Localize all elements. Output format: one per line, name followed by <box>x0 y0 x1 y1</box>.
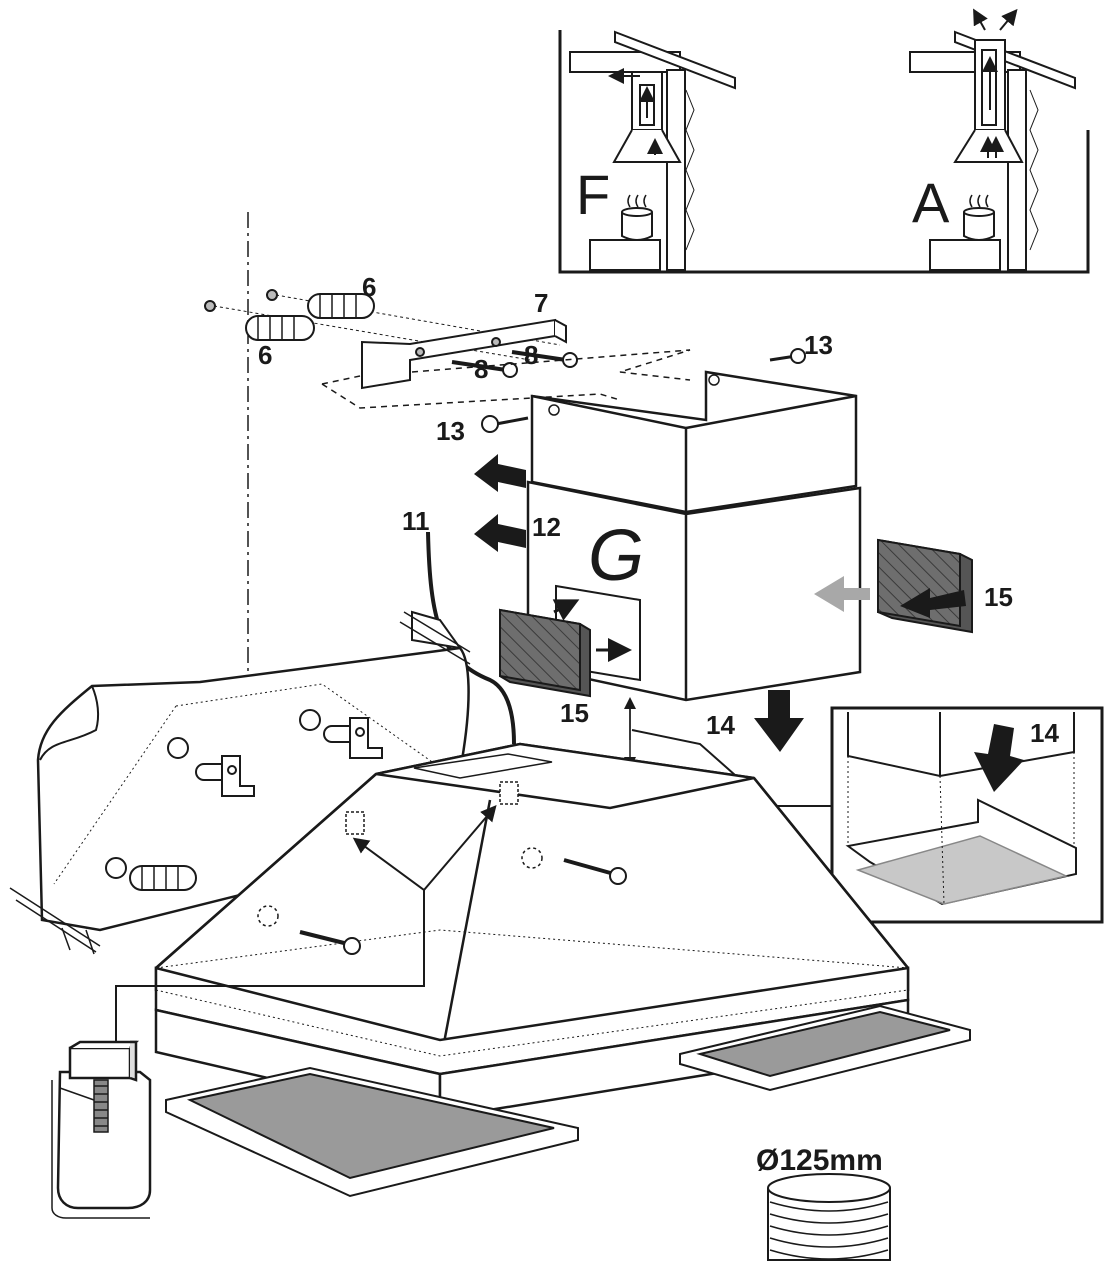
pointer-line-left <box>115 837 425 1052</box>
label-anchor-upper: 6 <box>362 272 376 302</box>
chimney-screw-left <box>481 415 529 433</box>
hook-left <box>195 755 255 797</box>
upper-fixings <box>204 289 578 390</box>
mode-inset: F A <box>558 8 1090 274</box>
label-bracket: 7 <box>534 288 548 318</box>
chimney-label: G <box>588 516 644 596</box>
carbon-filter-right <box>877 538 973 634</box>
push-down-arrow <box>754 690 804 752</box>
ceiling-outline-left <box>321 383 621 409</box>
hood-screw-left <box>299 930 361 955</box>
grease-filter-right <box>679 1004 971 1092</box>
slide-arrows <box>474 454 526 552</box>
label-arrow-14: 14 <box>706 710 735 740</box>
label-inset-arrow-14: 14 <box>1030 718 1059 748</box>
label-screw-left: 8 <box>474 354 488 384</box>
wall-plug-upper <box>307 293 375 319</box>
carbon-filter-left <box>499 599 632 698</box>
clip-detail <box>51 1040 152 1219</box>
extraction-mode-scene <box>909 8 1076 271</box>
mode-label-filter: F <box>576 163 610 226</box>
grease-filter-left <box>165 1066 579 1198</box>
hood-screw-right <box>563 858 627 885</box>
filter-mode-scene <box>569 30 736 271</box>
wall-plug-template-left <box>129 865 197 891</box>
mode-label-extraction: A <box>912 171 950 234</box>
chimney-screw-right <box>769 348 806 364</box>
label-screw-right: 8 <box>524 340 538 370</box>
power-cable <box>426 531 516 745</box>
detail-inset: 14 <box>830 706 1104 924</box>
flexible-duct <box>767 1173 891 1261</box>
label-filter-15-right: 15 <box>984 582 1013 612</box>
wall-plug-lower <box>245 315 315 341</box>
pointer-line-right <box>423 804 497 891</box>
mounting-bracket <box>361 318 567 390</box>
duct-diameter-label: Ø125mm <box>756 1144 883 1177</box>
hook-right <box>323 717 383 759</box>
insert-arrow-light <box>814 576 870 612</box>
ceiling-outline-right <box>321 349 691 385</box>
label-screw-13-left: 13 <box>436 416 465 446</box>
label-arrow-12: 12 <box>532 512 561 542</box>
label-anchor-lower: 6 <box>258 340 272 370</box>
label-filter-15-left: 15 <box>560 698 589 728</box>
label-cable: 11 <box>402 506 430 536</box>
label-screw-13-right: 13 <box>804 330 833 360</box>
